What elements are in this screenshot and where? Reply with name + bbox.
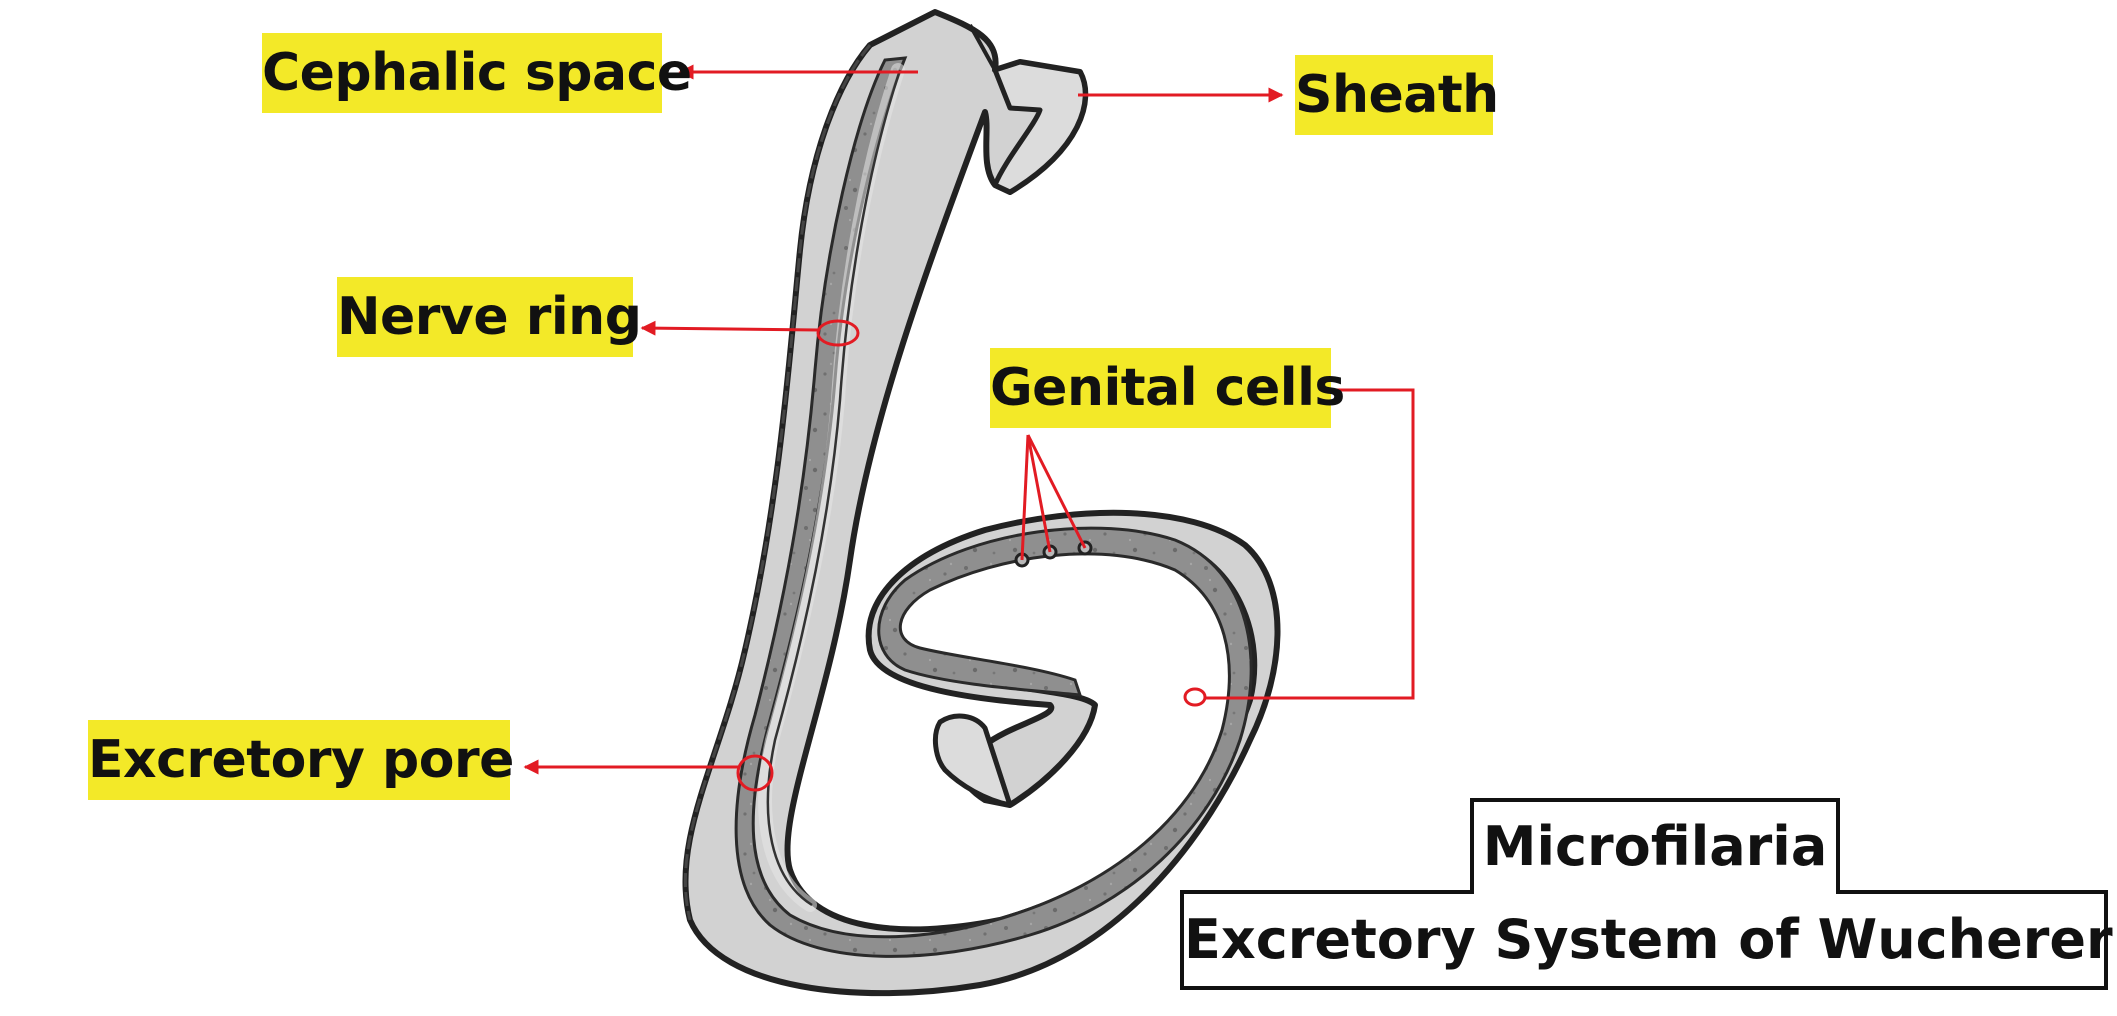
nerve-ring-label: Nerve ring: [337, 277, 642, 357]
cephalic-space-label: Cephalic space: [262, 33, 692, 113]
title-border-join: [1474, 886, 1836, 896]
nerve-ring-callout: [640, 319, 860, 347]
genital-cells-label: Genital cells: [990, 348, 1345, 428]
diagram-title: Microfilaria: [1470, 798, 1840, 894]
excretory-pore-label: Excretory pore: [88, 720, 514, 800]
excretory-pore-callout: [523, 754, 774, 792]
diagram-subtitle: Excretory System of Wuchereria: [1180, 890, 2117, 990]
sheath-label: Sheath: [1295, 55, 1499, 135]
worm-body: [682, 9, 1281, 997]
genital-cells-callout: [1020, 388, 1415, 707]
